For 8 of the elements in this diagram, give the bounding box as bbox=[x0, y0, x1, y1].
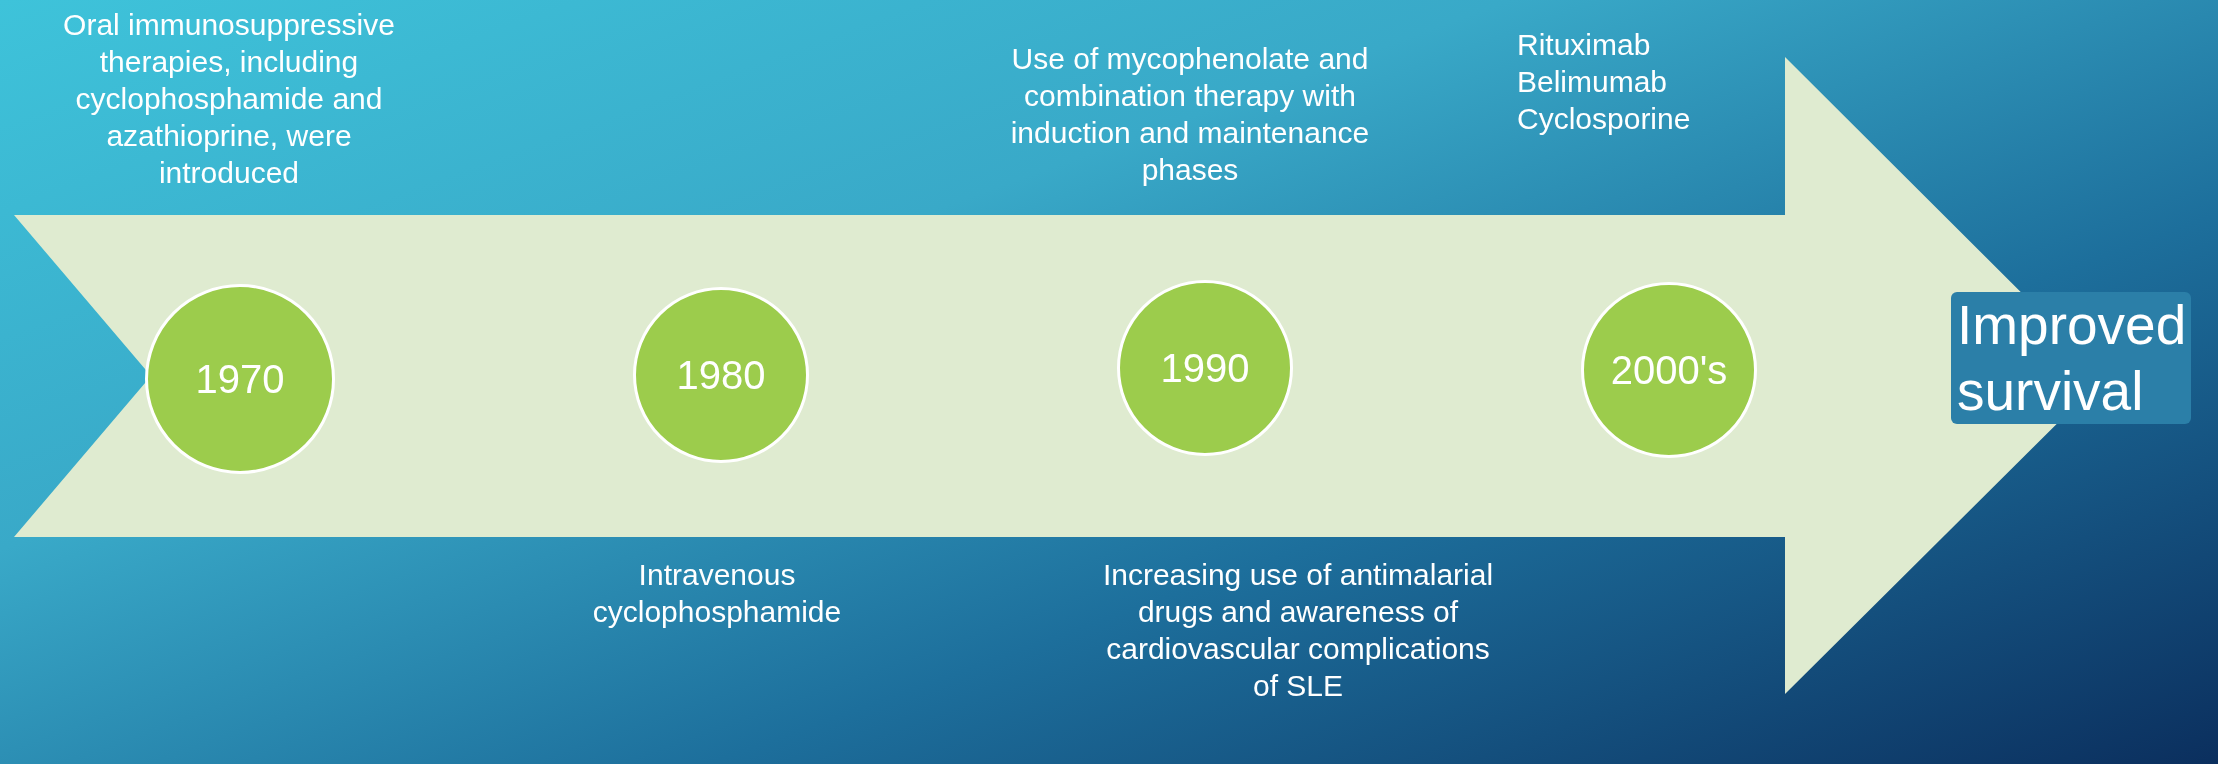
milestone-note: Cyclosporine bbox=[1517, 101, 1692, 137]
milestone-note: Belimumab bbox=[1517, 64, 1669, 100]
milestone-note: Rituximab bbox=[1517, 27, 1652, 63]
milestone-note: Oral immunosuppressive therapies, including cyclophosphamide and azathioprine, were introduced bbox=[62, 7, 396, 191]
milestone-note: Increasing use of antimalarial drugs and awareness of cardiovascular complications of SLE bbox=[1101, 557, 1495, 704]
milestone-note: Intravenous cyclophosphamide bbox=[591, 557, 843, 630]
milestone-note: Use of mycophenolate and combination therapy with induction and maintenance phases bbox=[1009, 41, 1371, 188]
outcome-label: Improved survival bbox=[1951, 292, 2191, 424]
